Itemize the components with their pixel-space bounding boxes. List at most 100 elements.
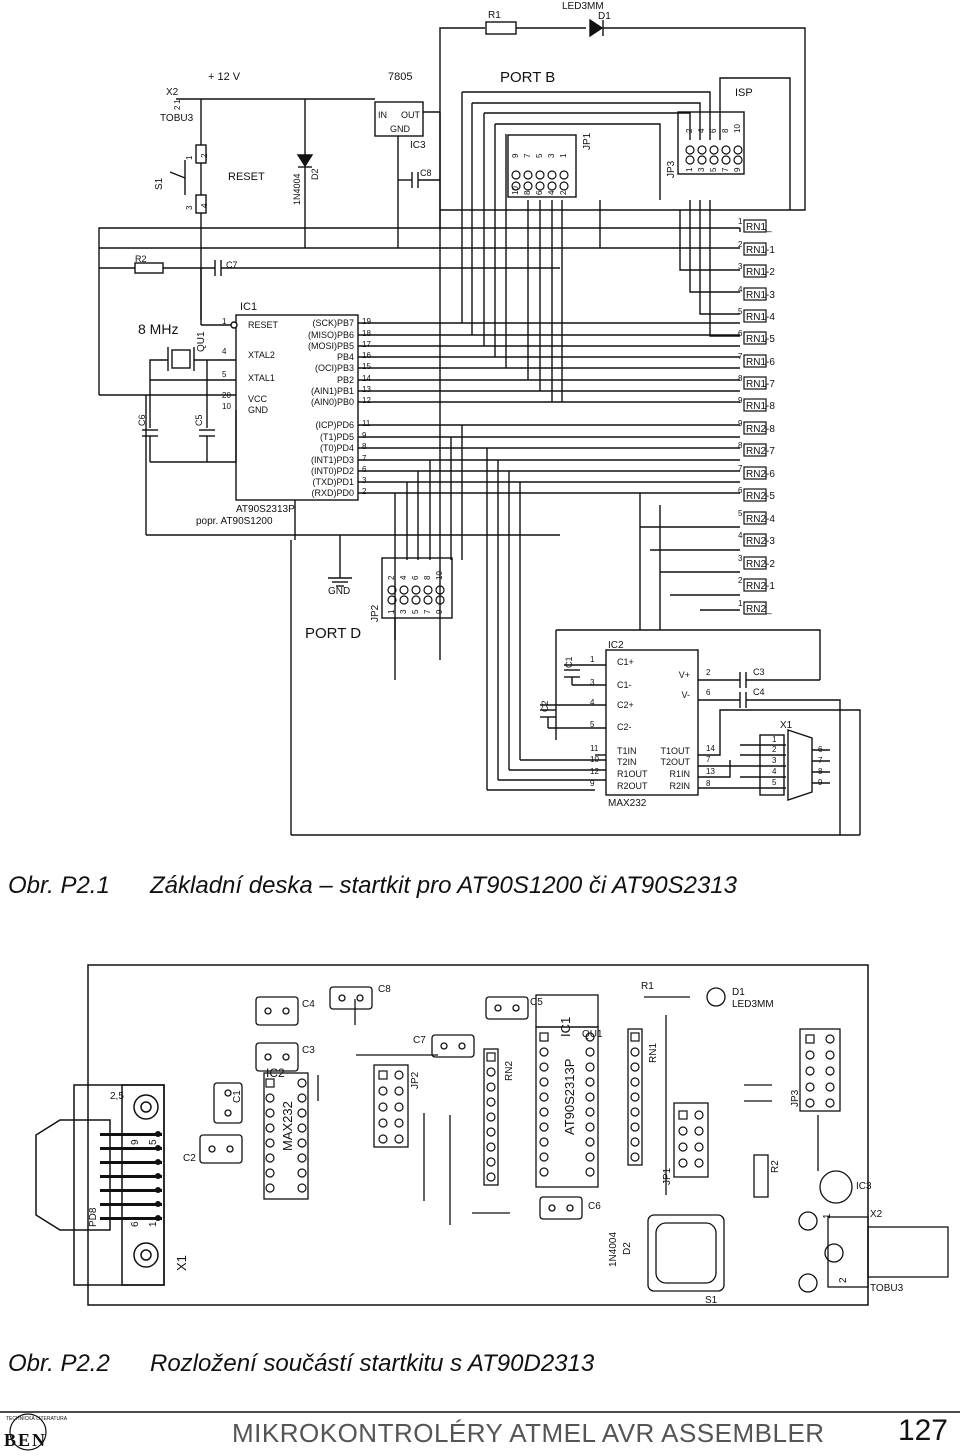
ic1-pin-number: 4	[222, 347, 227, 356]
rn-pin-number: 6	[738, 329, 743, 338]
resistor-network-box	[743, 242, 767, 256]
jp1-pin-number: 8	[523, 190, 532, 195]
x1-pin-number: 6	[818, 745, 823, 754]
solder-pad	[585, 1107, 595, 1117]
board-r2-label: R2	[770, 1160, 781, 1173]
resistor-network-box	[743, 578, 767, 592]
max232-pin-name: T1IN	[617, 746, 637, 756]
solder-pad	[265, 1078, 275, 1088]
c7-label: C7	[226, 260, 238, 270]
solder-pad	[585, 1122, 595, 1132]
ic1-pin-name: (AIN0)PB0	[311, 397, 354, 407]
board-c2-label: C2	[183, 1153, 196, 1164]
jp3-pin-number: 7	[721, 167, 730, 172]
board-rn1-label: RN1	[648, 1043, 659, 1063]
jp1-pin-number: 6	[535, 190, 544, 195]
solder-pad	[539, 1107, 549, 1117]
ic1-pin-number: 7	[362, 454, 367, 463]
solder-pad	[394, 1118, 404, 1128]
solder-pad	[630, 1122, 640, 1132]
solder-pad	[394, 1134, 404, 1144]
ic1-pin-name: VCC	[248, 394, 268, 404]
board-layout: C4 C8 C5 R1 D1 LED3MM C3 C7 QU1 IC2 C2 C…	[35, 964, 949, 1306]
solder-pad	[486, 1142, 496, 1152]
ic1-pin-name: PB4	[337, 352, 354, 362]
rn-label: RN1-3	[746, 290, 775, 301]
d2-part-label: 1N4004	[292, 173, 302, 205]
max232-pin-number: 9	[590, 779, 595, 788]
rn-label: RN2-1	[746, 581, 775, 592]
resistor-network-box	[743, 466, 767, 480]
solder-pad	[539, 1122, 549, 1132]
jp1-label: JP1	[582, 132, 593, 150]
solder-pad	[694, 1158, 704, 1168]
max232-pin-number: 8	[706, 779, 711, 788]
solder-pad	[265, 1093, 275, 1103]
jp2-pin-number: 7	[423, 609, 432, 614]
jp1-pin-number: 2	[559, 190, 568, 195]
ic1-pin-number: 1	[222, 317, 227, 326]
board-ic1-label: IC1	[558, 1017, 573, 1037]
board-x2-label: X2	[870, 1209, 883, 1220]
solder-pad	[265, 1123, 275, 1133]
max232-pin-number: 3	[590, 678, 595, 687]
solder-pad	[539, 1032, 549, 1042]
jp3-pin-number: 10	[733, 124, 742, 133]
solder-pad	[539, 1062, 549, 1072]
reg-gnd-label: GND	[390, 124, 411, 134]
solder-pad	[297, 1168, 307, 1178]
gnd-label: GND	[328, 586, 350, 597]
board-pin5-label: 5	[148, 1139, 159, 1145]
rn-pin-number: 7	[738, 464, 743, 473]
solder-pad	[825, 1050, 835, 1060]
x1-pin-number: 1	[772, 735, 777, 744]
resistor-network-box	[743, 354, 767, 368]
rn-label: RN1-1	[746, 245, 775, 256]
ic1-pin-number: 5	[222, 370, 227, 379]
ic1-pin-name: (OCI)PB3	[315, 363, 354, 373]
solder-pad	[585, 1047, 595, 1057]
board-c6-label: C6	[588, 1201, 601, 1212]
jp3-pin-number: 8	[721, 128, 730, 133]
solder-pad	[539, 1137, 549, 1147]
rn-pin-number: 8	[738, 374, 743, 383]
solder-pad	[694, 1142, 704, 1152]
jp3-pin-number: 4	[697, 128, 706, 133]
ic1-alt-label: popr. AT90S1200	[196, 516, 273, 527]
solder-pad	[805, 1066, 815, 1076]
board-c8-label: C8	[378, 984, 391, 995]
solder-pad	[297, 1108, 307, 1118]
ic1-pin-number: 19	[362, 317, 371, 326]
s1-pin-number: 2	[200, 153, 209, 158]
solder-pad	[630, 1107, 640, 1117]
solder-pad	[630, 1032, 640, 1042]
c4-label: C4	[753, 687, 765, 697]
ic1-pin-name: (INT1)PD3	[311, 455, 354, 465]
rn-pin-number: 5	[738, 307, 743, 316]
ic1-pin-name: (INT0)PD2	[311, 466, 354, 476]
rn-label: RN2-5	[746, 491, 775, 502]
schematic-diagram: R1 LED3MM D1 + 12 V 7805 PORT B ISP X2 T…	[98, 1, 861, 836]
solder-pad	[630, 1062, 640, 1072]
ic1-pin-number: 18	[362, 329, 371, 338]
rn-label: RN1-4	[746, 312, 775, 323]
board-c1-label: C1	[232, 1090, 243, 1103]
solder-pad	[486, 1157, 496, 1167]
ic1-pin-name: (MISO)PB6	[308, 330, 354, 340]
solder-pad	[297, 1078, 307, 1088]
max232-pin-name: T1OUT	[660, 746, 690, 756]
jp2-pin-number: 4	[399, 575, 408, 580]
board-jp3-label: JP3	[790, 1089, 801, 1107]
ic1-pin-number: 11	[362, 419, 371, 428]
s1-pin-number: 3	[185, 205, 194, 210]
jp2-pin-number: 6	[411, 575, 420, 580]
max232-pin-number: 5	[590, 720, 595, 729]
jp2-pin-number: 8	[423, 575, 432, 580]
rn-pin-number: 2	[738, 576, 743, 585]
solder-pad	[394, 1070, 404, 1080]
solder-pad	[297, 1138, 307, 1148]
solder-pad	[378, 1102, 388, 1112]
solder-pad	[678, 1110, 688, 1120]
board-qu1-label: QU1	[582, 1029, 603, 1040]
solder-pad	[265, 1138, 275, 1148]
